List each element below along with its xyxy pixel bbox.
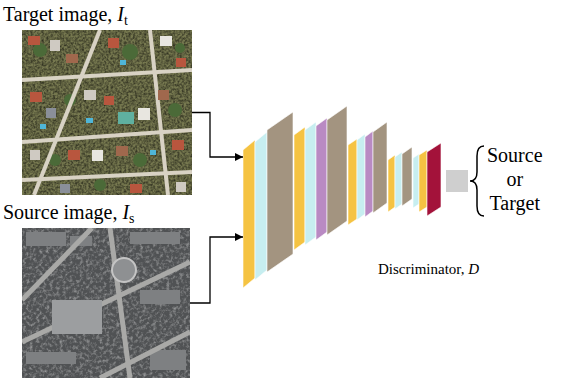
math-symbol: I (117, 3, 124, 25)
image-ground (22, 30, 192, 195)
connector-arrow (192, 113, 243, 158)
text-part: Source image, (3, 201, 122, 223)
node-heading: Discriminator, D (378, 260, 479, 278)
image-texture (22, 228, 190, 378)
image-ground (22, 228, 190, 378)
node-heading: Target image, It (3, 2, 128, 26)
math-symbol: I (122, 201, 129, 223)
math-symbol: D (468, 261, 479, 277)
output-square (446, 170, 468, 192)
text-part: Target image, (3, 3, 117, 25)
connector-arrow (190, 237, 243, 303)
streets (22, 30, 192, 195)
output-label: Source or Target (487, 143, 543, 215)
math-subscript: s (129, 211, 134, 226)
text-part: Discriminator, (378, 261, 468, 277)
houses (28, 36, 186, 193)
large-building (52, 300, 102, 334)
curly-brace (470, 146, 484, 216)
target-aerial-image (22, 30, 192, 195)
trees (33, 43, 185, 191)
math-subscript: t (124, 13, 128, 28)
node-heading: Source image, Is (3, 200, 135, 224)
discriminator-box: Discriminator, D (243, 104, 441, 290)
round-building (112, 258, 136, 282)
image-box: Source image, Is (22, 228, 190, 378)
discriminator-layers (243, 106, 441, 288)
image-box: Target image, It (22, 30, 192, 195)
image-texture (22, 30, 192, 195)
roads (22, 228, 190, 378)
source-aerial-image (22, 228, 190, 378)
